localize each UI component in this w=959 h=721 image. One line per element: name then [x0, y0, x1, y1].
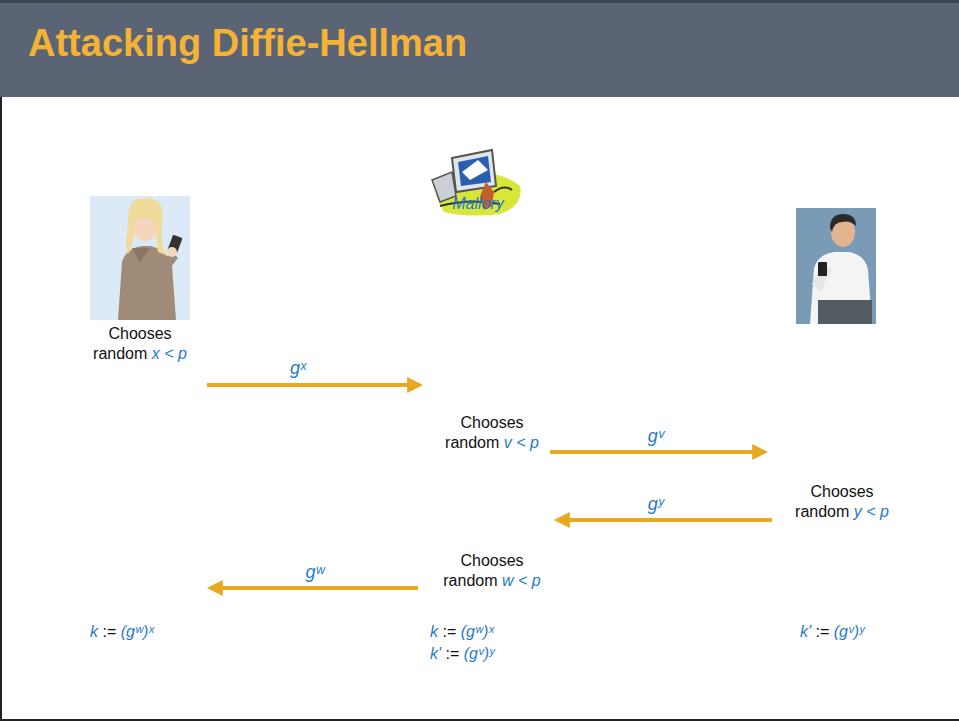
- step-text: Chooses random y < p: [786, 482, 898, 522]
- actor-name: Mallory: [433, 194, 523, 214]
- text-run: :=: [442, 623, 456, 640]
- text-run: <: [516, 434, 525, 451]
- text-run: Chooses: [460, 552, 523, 569]
- text-run: Chooses: [460, 414, 523, 431]
- text-run: random: [93, 345, 147, 362]
- step-text: k := (gʷ)ˣ: [430, 622, 590, 642]
- text-run: k: [430, 623, 438, 640]
- step-text: k' := (gᵛ)ʸ: [430, 644, 590, 664]
- header-band: [0, 0, 959, 97]
- text-run: v: [504, 434, 512, 451]
- text-run: p: [178, 345, 187, 362]
- text-run: p: [532, 572, 541, 589]
- text-run: (gᵛ)ʸ: [464, 645, 495, 662]
- text-run: Chooses: [810, 483, 873, 500]
- text-run: k': [800, 623, 811, 640]
- text-run: k': [430, 645, 441, 662]
- step-text: Chooses random x < p: [84, 324, 196, 364]
- text-run: :=: [102, 623, 116, 640]
- text-run: (gʷ)ˣ: [461, 623, 494, 640]
- text-run: y: [854, 503, 862, 520]
- message-label: gᵛ: [636, 426, 676, 446]
- text-run: :=: [816, 623, 830, 640]
- text-run: Chooses: [108, 325, 171, 342]
- text-run: k: [90, 623, 98, 640]
- alice-figure: [90, 196, 190, 320]
- text-run: p: [530, 434, 539, 451]
- text-run: x: [152, 345, 160, 362]
- text-run: random: [443, 572, 497, 589]
- text-run: <: [164, 345, 173, 362]
- step-text: k' := (gᵛ)ʸ: [800, 622, 950, 642]
- message-arrow: [210, 586, 418, 590]
- text-run: (gᵛ)ʸ: [834, 623, 865, 640]
- text-run: random: [445, 434, 499, 451]
- text-run: (gʷ)ˣ: [121, 623, 154, 640]
- text-run: <: [518, 572, 527, 589]
- slide-title: Attacking Diffie-Hellman: [28, 22, 467, 65]
- bob-figure: [796, 208, 876, 324]
- step-text: Chooses random v < p: [436, 413, 548, 453]
- step-text: Chooses random w < p: [436, 551, 548, 591]
- text-run: random: [795, 503, 849, 520]
- message-label: gʷ: [295, 562, 335, 582]
- text-run: :=: [446, 645, 460, 662]
- message-arrow: [557, 518, 772, 522]
- text-run: <: [866, 503, 875, 520]
- frame-line: [0, 97, 2, 721]
- text-run: w: [502, 572, 514, 589]
- message-arrow: [550, 450, 765, 454]
- message-label: gʸ: [636, 494, 676, 514]
- step-text: k := (gʷ)ˣ: [90, 622, 250, 642]
- message-arrow: [207, 383, 420, 387]
- text-run: p: [880, 503, 889, 520]
- message-label: gˣ: [278, 358, 318, 378]
